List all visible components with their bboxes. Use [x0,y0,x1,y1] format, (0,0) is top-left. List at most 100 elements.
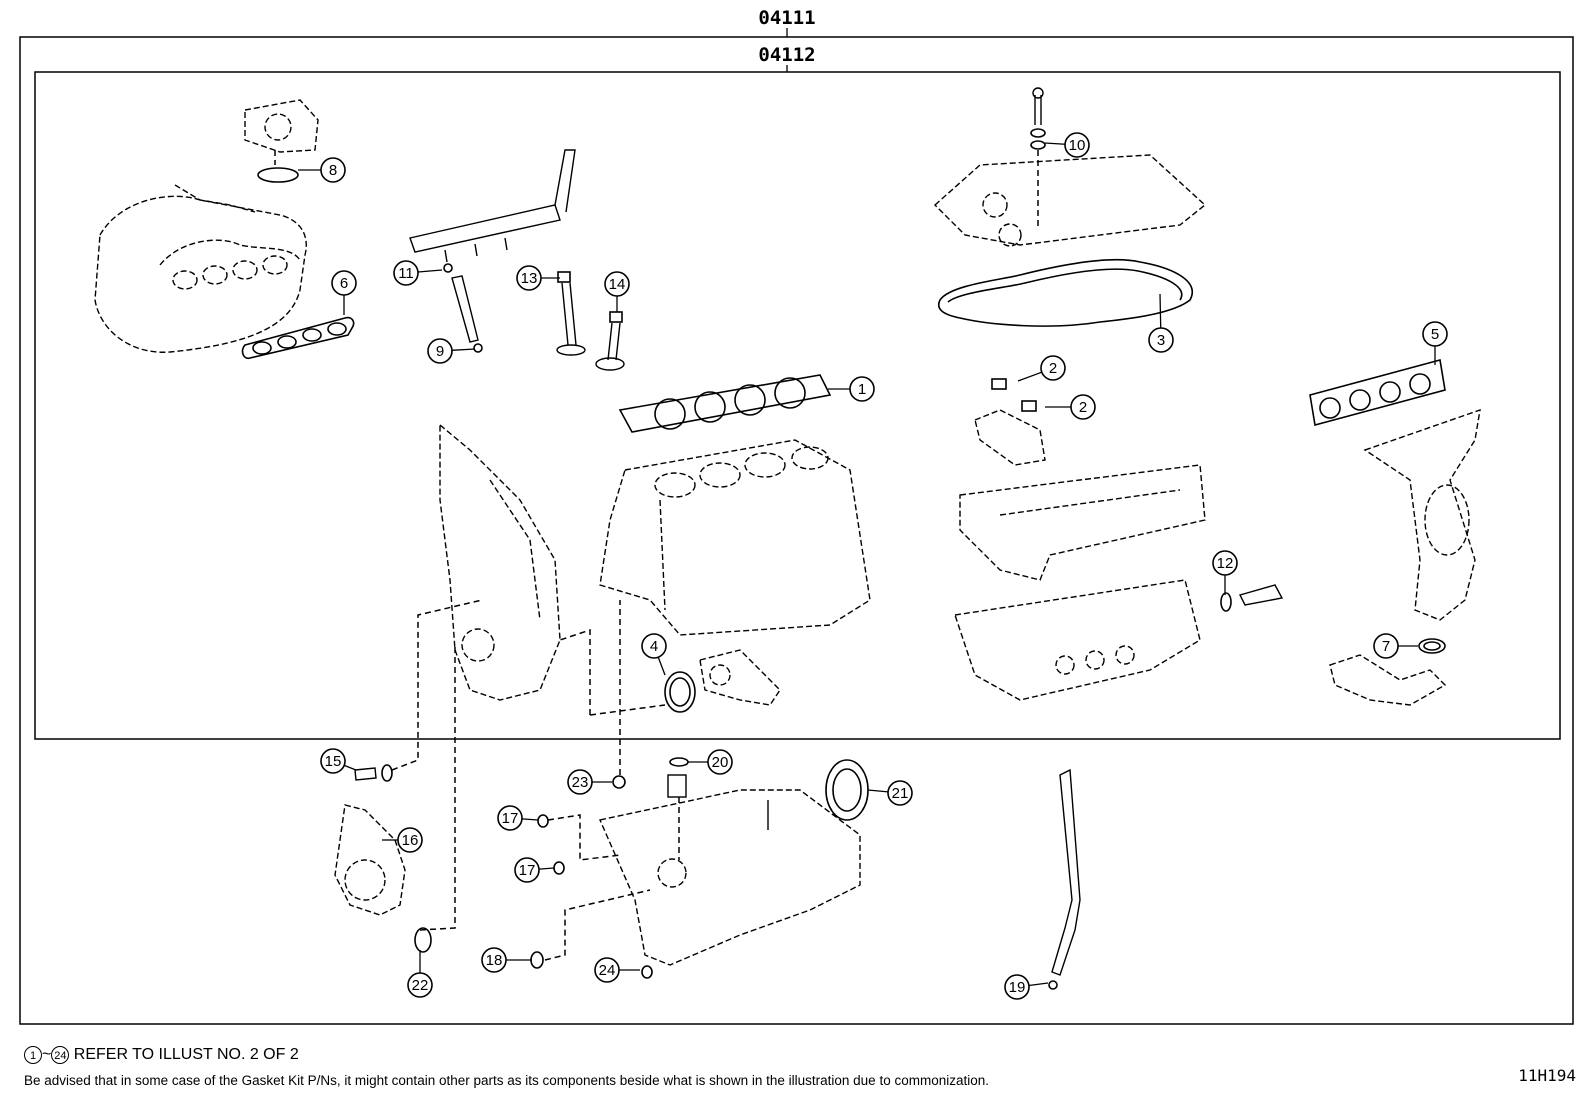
callout-circle [707,749,733,775]
outer-kit-frame [19,36,1574,1025]
callout-leader [451,348,476,351]
strainer-guide-line-2 [544,889,651,961]
throttle-body [244,99,319,153]
callout-c22: 22 [407,950,433,998]
callout-circle [641,633,667,659]
callout-number: 24 [599,962,616,979]
callout-circle [427,338,453,364]
oil-strainer-gasket [530,951,544,969]
callout-number: 7 [1382,638,1390,655]
water-inlet [699,649,781,706]
callout-number: 22 [412,977,429,994]
callout-number: 11 [398,265,414,282]
callout-circle [594,957,620,983]
oil-pan [599,789,861,966]
callout-number: 2 [1079,399,1087,416]
kit-code-inner: 04112 [758,44,815,66]
callout-circle [1064,132,1090,158]
callout-number: 3 [1157,332,1165,349]
sensor-gasket [1220,584,1284,612]
callout-c24: 24 [594,957,640,983]
callout-leader [538,867,555,870]
crankshaft-front-seal [414,927,432,953]
callout-number: 14 [609,276,626,293]
callout-leader [1017,371,1042,382]
intake-manifold [94,184,307,353]
callout-circle [1070,394,1096,420]
callout-c20: 20 [688,749,733,775]
spark-tube-gasket-upper [991,378,1007,390]
callout-circle [320,157,346,183]
callout-c10: 10 [1044,132,1090,158]
range-start-circle: 1 [24,1046,42,1064]
callout-number: 4 [650,638,658,655]
callout-number: 2 [1049,360,1057,377]
callout-number: 21 [892,785,909,802]
oil-level-gauge-guide [1048,768,1081,990]
callout-c19: 19 [1004,974,1049,1000]
callout-circle [397,827,423,853]
illustration-id: 11H194 [1518,1066,1576,1085]
drain-plug-gasket [641,965,653,979]
callout-number: 15 [325,753,342,770]
callout-c8: 8 [298,157,346,183]
callout-number: 5 [1431,326,1439,343]
callout-circle [331,270,357,296]
callout-number: 19 [1009,979,1026,996]
range-note: 1~24 REFER TO ILLUST NO. 2 OF 2 [24,1046,299,1064]
callout-circle [567,769,593,795]
exhaust-pipe-gasket [1418,638,1446,654]
callout-circle [1148,327,1174,353]
callout-leader [1044,142,1066,145]
callout-c23: 23 [567,769,612,795]
oil-strainer-gasket-upper [537,814,549,828]
callout-c6: 6 [331,270,357,315]
spark-tube-gasket-lower [1021,400,1037,412]
callout-circle [604,271,630,297]
range-tilde: ~ [42,1046,52,1064]
callout-number: 16 [402,832,419,849]
callout-number: 23 [572,774,589,791]
seal-guide-line [419,645,456,931]
range-end-circle: 24 [51,1046,70,1064]
callout-c7: 7 [1373,633,1418,659]
callout-circle [407,972,433,998]
oil-pan-cap [667,757,689,798]
callout-circle [1040,355,1066,381]
callout-c9: 9 [427,338,476,364]
callout-c12: 12 [1212,550,1238,595]
cylinder-block [599,439,871,636]
callout-leader [657,656,666,676]
disclaimer-note: Be advised that in some case of the Gask… [24,1073,989,1088]
cylinder-head-gasket [618,374,832,433]
fuel-delivery-pipe [409,149,576,263]
callout-leader [343,764,357,771]
callout-circle [514,857,540,883]
callout-leader [521,818,539,821]
fuel-injector [443,263,483,353]
callout-number: 10 [1069,137,1086,154]
callout-c2a: 2 [1017,355,1066,382]
callout-number: 12 [1217,555,1234,572]
callout-circle [849,376,875,402]
range-note-text: REFER TO ILLUST NO. 2 OF 2 [69,1046,299,1064]
exhaust-manifold-gasket [1309,358,1446,427]
callout-c2b: 2 [1045,394,1096,420]
callout-leader [1028,982,1049,987]
intake-manifold-gasket [241,316,355,360]
inner-kit-frame [34,71,1561,740]
water-pump [334,804,406,916]
callout-c4: 4 [641,633,667,676]
intake-valve [556,271,586,356]
cylinder-head [954,579,1201,701]
callout-c3: 3 [1148,293,1174,353]
callout-c13: 13 [516,265,560,291]
exhaust-front-pipe [1329,654,1447,706]
callout-c14: 14 [604,271,630,312]
callout-c5: 5 [1422,321,1448,365]
callout-c15: 15 [320,748,357,774]
callout-circle [481,947,507,973]
callout-circle [1422,321,1448,347]
